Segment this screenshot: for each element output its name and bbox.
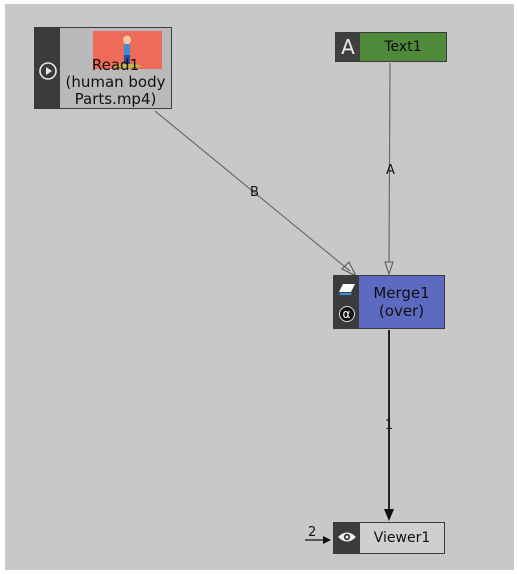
merge1-node-label: Merge1 (over) (373, 284, 430, 320)
wire-text-to-merge-arrow (384, 261, 394, 276)
wire-read-to-merge-arrow (341, 261, 358, 278)
viewer1-node[interactable]: Viewer1 (333, 522, 445, 554)
alpha-icon: α (338, 306, 355, 323)
edge-label-1: 1 (385, 418, 394, 433)
edge-label-b: B (250, 185, 259, 200)
edge-label-a: A (386, 163, 395, 178)
wire-merge-to-viewer-arrow (384, 509, 394, 521)
node-connections (154, 62, 394, 544)
text1-node[interactable]: A Text1 (335, 32, 447, 62)
read1-node-label: Read1 (human body Parts.mp4) (65, 55, 166, 108)
merge1-node-sidebar: α (334, 276, 359, 328)
wire-read-to-merge[interactable] (154, 110, 351, 272)
merge1-node[interactable]: α Merge1 (over) (333, 275, 445, 329)
read1-node[interactable]: Read1 (human body Parts.mp4) (34, 27, 172, 109)
edge-label-2: 2 (308, 525, 317, 540)
node-graph-canvas[interactable]: B A 1 2 Read1 (human body Parts.mp4) (5, 4, 514, 570)
text-icon: A (336, 33, 360, 61)
eraser-icon (338, 282, 356, 301)
read1-node-sidebar (35, 28, 60, 108)
viewer1-node-sidebar (334, 523, 360, 553)
human-figure-icon (93, 31, 162, 69)
wire-viewer-input-2-arrow (323, 536, 331, 544)
text1-node-label: Text1 (384, 39, 422, 55)
read1-thumbnail (93, 31, 162, 69)
viewer1-node-label: Viewer1 (373, 530, 431, 546)
play-icon[interactable] (38, 61, 58, 85)
eye-icon (337, 529, 357, 548)
wire-text-to-merge[interactable] (388, 62, 391, 263)
